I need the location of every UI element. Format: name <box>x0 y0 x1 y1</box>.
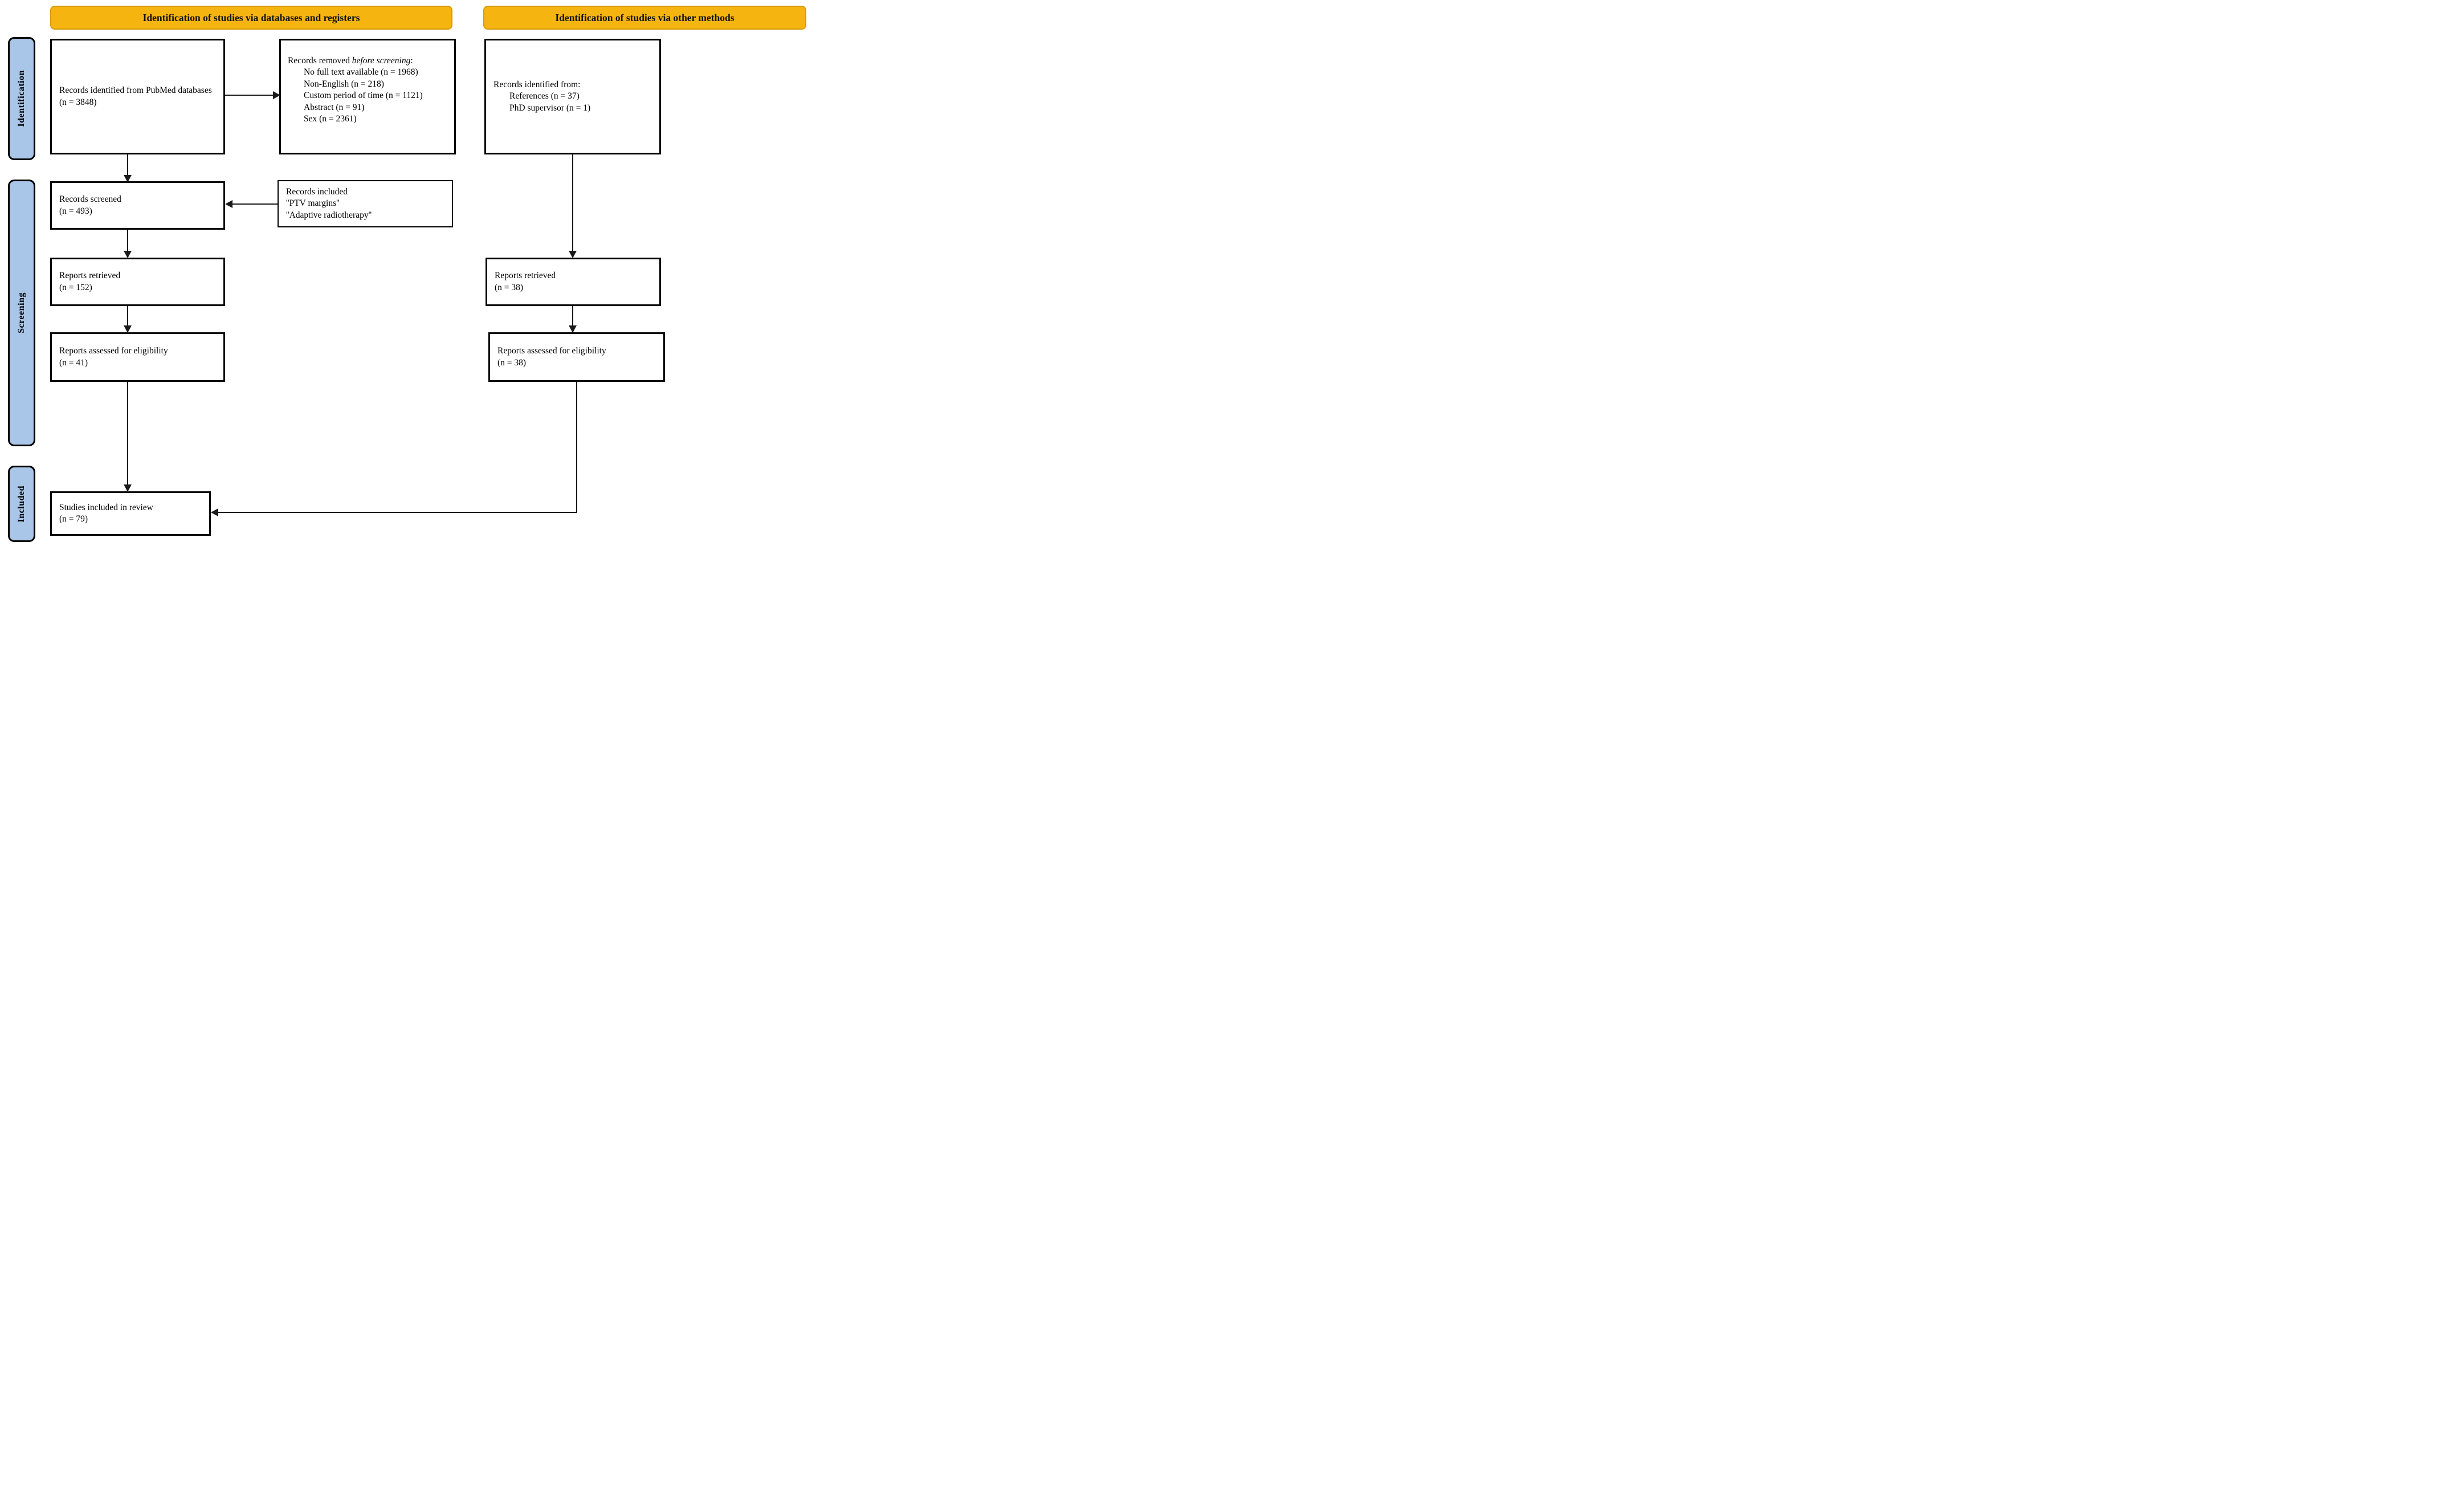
connector-other-assessed-elbow-horizontal <box>218 512 577 513</box>
records-removed-title-prefix: Records removed <box>288 56 352 66</box>
records-removed-item: Custom period of time (n = 1121) <box>304 91 423 101</box>
records-screened-line1: Records screened <box>59 194 121 205</box>
box-reports-assessed-other: Reports assessed for eligibility (n = 38… <box>488 332 665 382</box>
arrowhead-down-icon <box>124 325 132 333</box>
connector-assessed-to-studies <box>127 382 128 484</box>
records-removed-item: Abstract (n = 91) <box>304 102 365 112</box>
arrowhead-down-icon <box>124 175 132 182</box>
records-removed-title: Records removed before screening: <box>288 55 450 67</box>
studies-included-line2: (n = 79) <box>59 514 88 524</box>
records-screened-line2: (n = 493) <box>59 206 92 216</box>
connector-identified-to-removed <box>225 95 273 96</box>
records-included-note-line: ''Adaptive radiotherapy'' <box>286 210 372 220</box>
reports-assessed-db-line1: Reports assessed for eligibility <box>59 346 168 356</box>
reports-assessed-db-line2: (n = 41) <box>59 357 88 368</box>
connector-other-assessed-elbow-vertical <box>576 382 577 513</box>
header-databases-registers: Identification of studies via databases … <box>50 6 452 30</box>
records-identified-db-text: Records identified from PubMed databases… <box>59 85 212 107</box>
arrowhead-left-icon <box>225 200 232 208</box>
reports-assessed-other-line2: (n = 38) <box>497 357 527 368</box>
reports-retrieved-db-line1: Reports retrieved <box>59 271 121 281</box>
box-records-identified-other: Records identified from: References (n =… <box>484 39 661 154</box>
records-removed-item: No full text available (n = 1968) <box>304 67 418 78</box>
reports-retrieved-db-line2: (n = 152) <box>59 282 92 292</box>
records-included-note-line: Records included <box>286 186 348 197</box>
studies-included-line1: Studies included in review <box>59 502 153 512</box>
box-studies-included: Studies included in review (n = 79) <box>50 491 211 536</box>
reports-retrieved-other-line1: Reports retrieved <box>495 271 556 281</box>
arrowhead-down-icon <box>569 251 577 258</box>
reports-assessed-other-line1: Reports assessed for eligibility <box>497 346 606 356</box>
arrowhead-left-icon <box>211 508 218 516</box>
connector-identified-to-screened <box>127 154 128 176</box>
records-identified-other-item: References (n = 37) <box>509 91 580 101</box>
box-records-identified-db: Records identified from PubMed databases… <box>50 39 225 154</box>
stage-screening: Screening <box>8 180 35 446</box>
stage-included-label: Included <box>17 485 26 523</box>
records-included-note-line: ''PTV margins'' <box>286 198 340 209</box>
connector-other-identified-to-retrieved <box>572 154 573 251</box>
records-removed-item: Sex (n = 2361) <box>304 114 357 124</box>
reports-retrieved-other-line2: (n = 38) <box>495 282 524 292</box>
prisma-flow-diagram: Identification of studies via databases … <box>0 0 894 545</box>
box-records-removed: Records removed before screening: No ful… <box>279 39 456 154</box>
box-reports-assessed-db: Reports assessed for eligibility (n = 41… <box>50 332 225 382</box>
header-other-methods: Identification of studies via other meth… <box>483 6 806 30</box>
records-identified-other-title: Records identified from: <box>493 79 581 89</box>
stage-screening-label: Screening <box>17 292 26 333</box>
arrowhead-right-icon <box>273 91 280 99</box>
records-removed-title-italic: before screening <box>352 56 411 66</box>
box-reports-retrieved-other: Reports retrieved (n = 38) <box>486 258 661 306</box>
records-removed-title-suffix: : <box>410 56 413 66</box>
arrowhead-down-icon <box>569 325 577 333</box>
arrowhead-down-icon <box>124 251 132 258</box>
records-removed-item: Non-English (n = 218) <box>304 79 384 89</box>
stage-identification-label: Identification <box>17 70 26 127</box>
box-reports-retrieved-db: Reports retrieved (n = 152) <box>50 258 225 306</box>
connector-note-to-screened <box>232 203 278 205</box>
stage-identification: Identification <box>8 37 35 160</box>
stage-included: Included <box>8 466 35 542</box>
records-identified-other-item: PhD supervisor (n = 1) <box>509 103 591 113</box>
header-other-methods-label: Identification of studies via other meth… <box>555 11 735 23</box>
arrowhead-down-icon <box>124 484 132 492</box>
box-records-included-note: Records included ''PTV margins'' ''Adapt… <box>278 180 453 227</box>
header-databases-registers-label: Identification of studies via databases … <box>142 11 360 23</box>
box-records-screened: Records screened (n = 493) <box>50 181 225 230</box>
connector-other-retrieved-to-assessed <box>572 306 573 325</box>
connector-screened-to-retrieved <box>127 230 128 251</box>
connector-retrieved-to-assessed <box>127 306 128 325</box>
